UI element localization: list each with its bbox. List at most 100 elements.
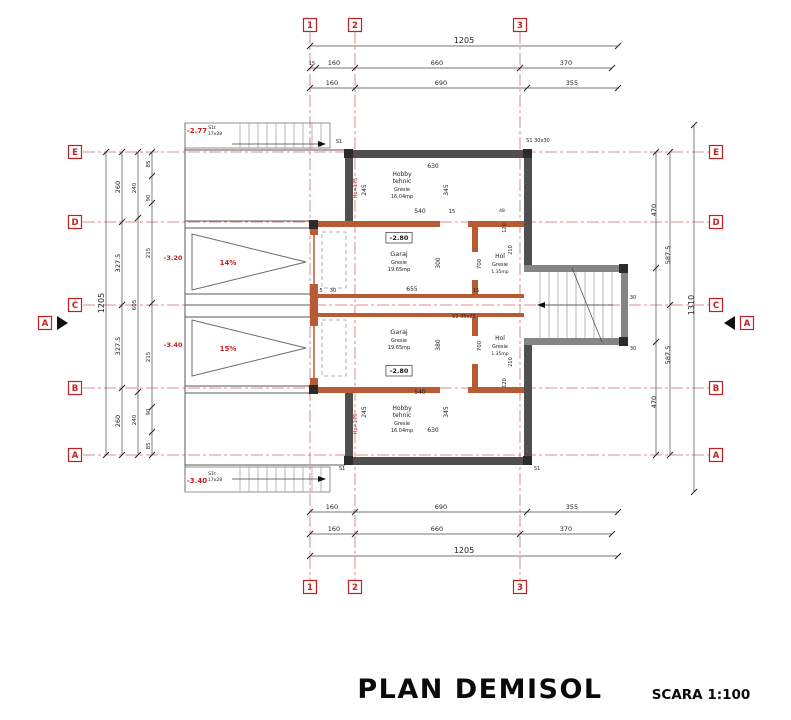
dims_interior-label: 30: [330, 288, 336, 294]
axis-label-D-left: D: [71, 218, 78, 228]
dims_interior-label: 5: [319, 288, 322, 294]
axis-label-C-left: C: [72, 301, 78, 311]
column-note-right-bottom: S1: [534, 466, 540, 472]
dims_interior-label: 210: [508, 357, 514, 367]
section-arrow-right: [724, 316, 735, 330]
axis-bubble-A-left: A: [67, 447, 83, 463]
dims_left-label: 240: [132, 414, 138, 425]
columns: [309, 149, 628, 465]
axis-bubble-1-bottom: 1: [302, 579, 318, 595]
level-ramp-lower: -3.40: [164, 341, 183, 349]
dims_interior-label: 540: [414, 389, 426, 396]
dims_interior-label: 15: [473, 288, 479, 294]
section-marker-left: A: [37, 315, 68, 331]
dims_top-label: 690: [435, 79, 447, 87]
column-note-right-top: S1 30x30: [526, 138, 550, 144]
plan-title: PLAN DEMISOL: [357, 674, 602, 705]
dims_left-label: 215: [146, 351, 152, 362]
window-note: S2 35x25: [452, 314, 476, 320]
dims_interior-label: 700: [477, 258, 483, 269]
axis-bubble-B-right: B: [708, 380, 724, 396]
ramp-upper: [191, 233, 307, 291]
axis-label-A-left: A: [72, 451, 79, 461]
room-garaj-lower-name: Garaj: [390, 328, 408, 336]
room-garaj-lower-area: 19.65mp: [388, 345, 410, 351]
level-ramp-upper: -3.20: [164, 254, 183, 262]
dims_top-label: 660: [431, 59, 443, 67]
axis-label-B-left: B: [72, 384, 78, 394]
dims_top-label: 355: [566, 79, 578, 87]
ramp-upper-slope: 14%: [220, 259, 237, 267]
dims_bottom-label: 160: [328, 525, 340, 533]
dims_left-label: 1205: [97, 293, 106, 313]
section-label-left: A: [42, 319, 49, 329]
axis-bubble-C-left: C: [67, 297, 83, 313]
axis-bubble-3-bottom: 3: [512, 579, 528, 595]
dims_right-label: 470: [650, 396, 658, 408]
axis-bubble-1-top: 1: [302, 17, 318, 33]
dims_left-label: 85: [146, 442, 152, 449]
dims_interior-label: 48: [499, 208, 505, 214]
dims_bottom-label: 160: [326, 503, 338, 511]
dims_right-label: 30: [630, 295, 636, 301]
dimension-lines: [102, 42, 698, 560]
stair-note-bottom: S1t: [208, 471, 216, 477]
room-garaj-upper-name: Garaj: [390, 250, 408, 258]
stair-right: [524, 265, 628, 345]
column-note-left-top: S1: [336, 139, 342, 145]
room-hol-lower-area: 1.35mp: [491, 351, 508, 357]
dims_bottom-label: 690: [435, 503, 447, 511]
axis-bubble-E-right: E: [708, 144, 724, 160]
dims_left-label: 260: [114, 181, 122, 193]
room-hol-upper-name: Hol: [495, 253, 505, 260]
dims_interior-label: 300: [435, 257, 442, 269]
room-garaj-upper-area: 19.65mp: [388, 267, 410, 273]
dims_top-label: 160: [328, 59, 340, 67]
axis-bubble-3-top: 3: [512, 17, 528, 33]
dims_left-label: 327.5: [114, 337, 122, 356]
room-hol-upper-area: 1.35mp: [491, 269, 508, 275]
stair-arrow-bottom: [318, 476, 326, 482]
room-hobby-lower-name-2: tehnic: [393, 412, 412, 419]
dims_interior-label: 540: [414, 208, 426, 215]
dims_left-label: 90: [146, 194, 152, 201]
axis-bubble-2-top: 2: [347, 17, 363, 33]
axis-label-1-top: 1: [307, 21, 313, 31]
axis-label-3-top: 3: [517, 21, 523, 31]
axis-bubble-2-bottom: 2: [347, 579, 363, 595]
dims_top-label: 15: [309, 61, 315, 67]
dims_left-label: 85: [146, 160, 152, 167]
dims_bottom-label: 355: [566, 503, 578, 511]
section-label-right: A: [744, 319, 751, 329]
room-hobby-upper-name-2: tehnic: [393, 178, 412, 185]
dims_interior-label: 245: [361, 406, 368, 418]
dims_right-label: 587.5: [664, 246, 672, 265]
axis-bubble-E-left: E: [67, 144, 83, 160]
dims_interior-label: 345: [443, 406, 450, 418]
axis-bubble-A-right: A: [708, 447, 724, 463]
dims_interior-label: 630: [427, 427, 439, 434]
room-hol-upper-finish: Gresie: [492, 262, 508, 268]
parapet-note-lower: Hp=175: [353, 414, 359, 435]
section-marker-right: A: [724, 315, 755, 331]
column-note-left-bottom: S1: [339, 466, 345, 472]
garage-dashed-lower: [321, 319, 347, 377]
site-lines: [184, 123, 345, 492]
garage-dashed-upper: [321, 231, 347, 289]
axis-label-C-right: C: [713, 301, 719, 311]
dims_top-label: 160: [326, 79, 338, 87]
axis-bubble-B-left: B: [67, 380, 83, 396]
dims_interior-label: 120: [502, 223, 508, 233]
ramp-lower: [191, 319, 307, 377]
axis-label-3-bottom: 3: [517, 583, 523, 593]
dims_right-label: 587.5: [664, 346, 672, 365]
parapet-note-upper: Hp=175: [353, 178, 359, 199]
level-garaj-upper: -2.80: [390, 234, 409, 242]
axis-bubble-C-right: C: [708, 297, 724, 313]
dims_left-label: 215: [146, 247, 152, 258]
axis-label-D-right: D: [712, 218, 719, 228]
axis-bubble-D-right: D: [708, 214, 724, 230]
level-exterior-stair-top: -2.77: [187, 127, 207, 135]
